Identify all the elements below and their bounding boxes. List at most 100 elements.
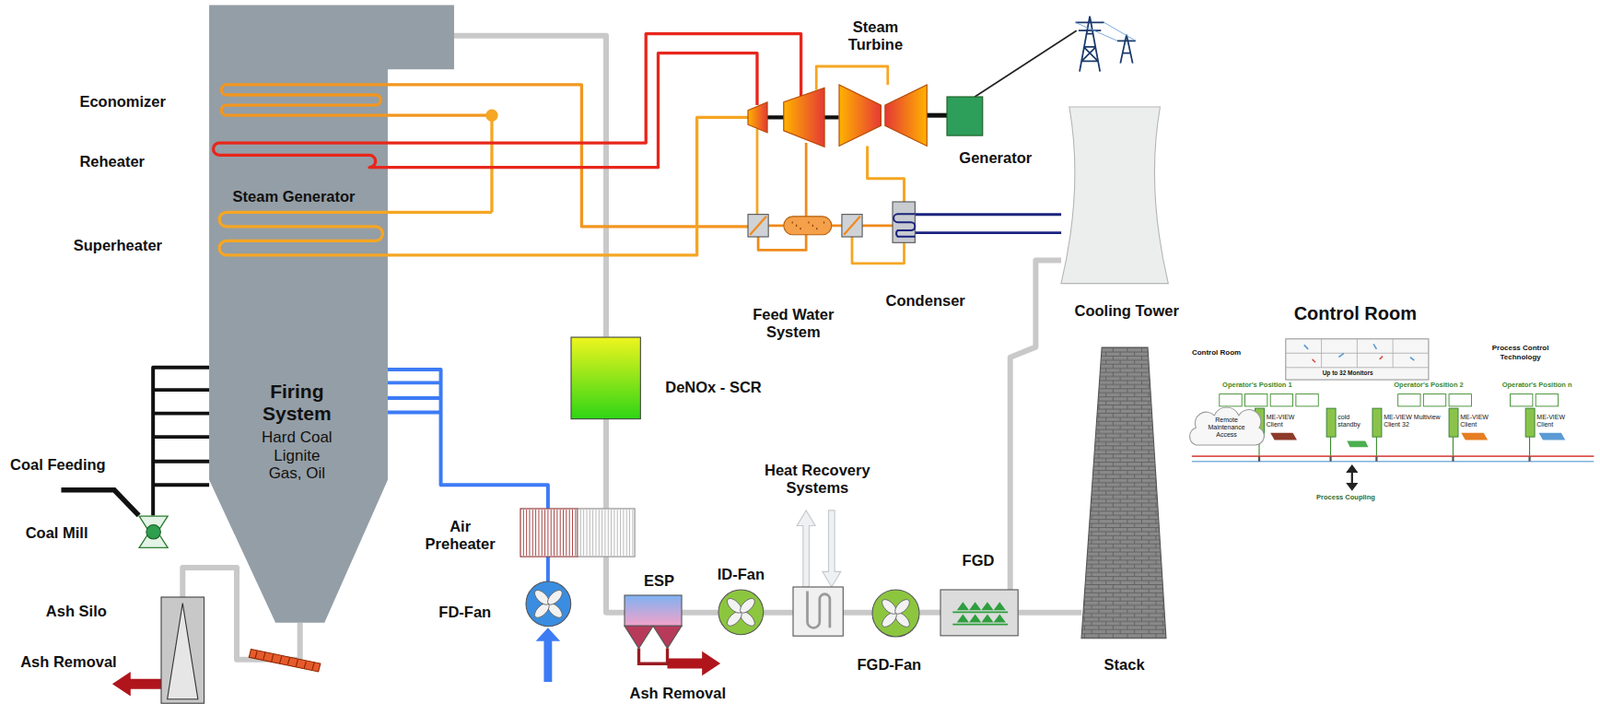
fgd-fan-shape bbox=[892, 596, 912, 617]
inset-label: ME-VIEW Client bbox=[1459, 413, 1495, 429]
pipe-connector bbox=[387, 35, 607, 338]
ash-silo-shape bbox=[161, 596, 205, 703]
coal-mill-shape bbox=[145, 525, 161, 540]
control-room-drawing bbox=[1285, 338, 1429, 380]
air-inlet-arrow bbox=[536, 627, 561, 682]
cooling-tower-shape bbox=[1061, 106, 1168, 284]
denox-reactor-shape bbox=[571, 337, 641, 420]
air-preheater-shape bbox=[572, 509, 573, 556]
control-room-drawing bbox=[1259, 436, 1530, 456]
generator: Generator bbox=[946, 96, 983, 136]
condenser-shape bbox=[892, 201, 915, 243]
control-room-drawing bbox=[1191, 455, 1594, 457]
turbine-stage bbox=[783, 87, 825, 147]
fd-fan: FD-Fan bbox=[525, 581, 572, 627]
feed-water-heater bbox=[747, 214, 863, 237]
fgd-scrubber-shape bbox=[957, 614, 970, 623]
steam-piping bbox=[756, 128, 760, 215]
air-preheater-shape bbox=[550, 509, 552, 556]
heat-recovery-arrow bbox=[796, 510, 816, 587]
inset-label: Control Room bbox=[1191, 348, 1241, 357]
boiler-shape bbox=[209, 5, 388, 623]
part-label: Superheater bbox=[73, 236, 163, 255]
control-room-drawing bbox=[1448, 394, 1472, 407]
pipe-connector bbox=[681, 609, 719, 616]
control-room-drawing bbox=[1270, 394, 1293, 407]
inset-label: Process Control Technology bbox=[1479, 343, 1562, 361]
component-label: Stack bbox=[1104, 655, 1145, 674]
ash-silo-shape bbox=[161, 596, 205, 703]
pipe-connector bbox=[603, 418, 609, 509]
coal-feed-line bbox=[152, 389, 210, 485]
control-room-drawing bbox=[1304, 343, 1415, 361]
component-label: ID-Fan bbox=[717, 565, 765, 584]
inset-label: ME-VIEW Client bbox=[1266, 413, 1302, 429]
inset-label: cold standby bbox=[1337, 413, 1368, 429]
control-room-drawing bbox=[1448, 408, 1459, 437]
pipe-connector bbox=[387, 369, 549, 509]
air-preheater-shape bbox=[604, 509, 606, 556]
component-label: Condenser bbox=[886, 291, 966, 310]
generator-shape bbox=[946, 96, 983, 136]
air-preheater-shape bbox=[622, 509, 624, 556]
cooling-water-line bbox=[915, 232, 1062, 234]
generator-shape bbox=[946, 96, 983, 136]
power-line bbox=[1075, 22, 1136, 41]
id-fan: ID-Fan bbox=[718, 589, 764, 635]
fgd-scrubber-shape bbox=[953, 612, 1009, 625]
air-preheater-shape bbox=[556, 509, 558, 556]
control-room-drawing bbox=[1423, 394, 1446, 407]
steam-piping bbox=[816, 66, 888, 90]
feed-water-heater bbox=[843, 216, 861, 235]
air-preheater-shape bbox=[595, 509, 596, 556]
component-label: FGD-Fan bbox=[857, 655, 923, 674]
control-room-drawing bbox=[1346, 441, 1368, 448]
component-label: Heat Recovery Systems bbox=[750, 461, 884, 497]
id-fan-shape bbox=[737, 595, 758, 616]
fgd-scrubber-shape bbox=[993, 602, 1006, 611]
inset-label: Process Coupling bbox=[1316, 493, 1376, 503]
air-preheater: Air Preheater bbox=[520, 508, 635, 557]
ash-conveyor bbox=[255, 651, 315, 670]
ash-conveyor bbox=[248, 649, 321, 672]
air-inlet-arrow bbox=[536, 627, 561, 682]
fd-fan-shape bbox=[525, 581, 572, 627]
coal-mill: Coal Mill bbox=[138, 514, 169, 549]
control-room-drawing bbox=[1244, 394, 1267, 407]
power-line bbox=[974, 16, 1136, 98]
heat-recovery: Heat Recovery Systems bbox=[793, 586, 843, 636]
inset-label: Up to 32 Monitors bbox=[1322, 369, 1374, 376]
component-label: Hard Coal Lignite Gas, Oil bbox=[256, 428, 339, 483]
part-label: Feed Water System bbox=[739, 305, 847, 341]
turbine-stage bbox=[747, 102, 768, 133]
heat-recovery-arrow bbox=[796, 510, 841, 587]
steam-turbine: Steam Turbine bbox=[839, 84, 927, 146]
fgd-fan-shape bbox=[872, 589, 920, 637]
inset-label: Remote Maintenance Access bbox=[1204, 416, 1249, 439]
fgd-scrubber-shape bbox=[981, 602, 994, 611]
steam-turbine-shape bbox=[839, 84, 881, 146]
pipe-connector bbox=[867, 145, 905, 202]
steam-piping bbox=[485, 109, 498, 122]
pipe-connector bbox=[763, 609, 794, 616]
stack: Stack bbox=[1081, 347, 1167, 639]
coal-mill-shape bbox=[138, 514, 169, 549]
control-room-drawing bbox=[1372, 408, 1382, 437]
control-room-drawing bbox=[1285, 338, 1429, 368]
air-preheater-shape bbox=[528, 509, 530, 556]
air-preheater-shape bbox=[610, 509, 612, 556]
control-room-drawing bbox=[1312, 356, 1383, 363]
control-room-drawing bbox=[1259, 455, 1530, 462]
electrostatic-precipitator-shape bbox=[624, 595, 682, 626]
air-preheater-shape bbox=[535, 509, 537, 556]
fgd-scrubber-shape bbox=[969, 614, 982, 623]
component-label: Generator bbox=[958, 149, 1032, 167]
electrostatic-precipitator: ESP bbox=[624, 595, 682, 669]
air-preheater-shape bbox=[569, 509, 571, 556]
fd-fan-shape bbox=[525, 581, 572, 627]
pipe-connector bbox=[546, 556, 550, 583]
stack-shape bbox=[1081, 347, 1167, 639]
control-room-drawing bbox=[1351, 471, 1354, 484]
